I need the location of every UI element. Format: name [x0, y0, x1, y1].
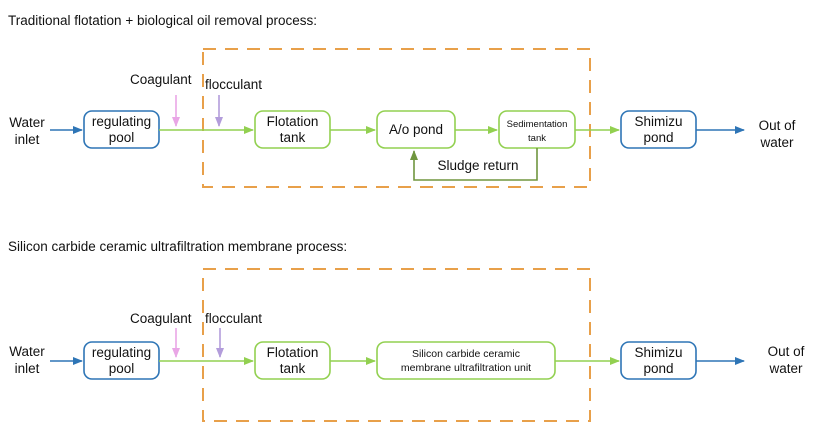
process-2-flotation-line2: tank: [280, 361, 306, 376]
process-2-coagulant-label: Coagulant: [130, 311, 192, 326]
process-1-flocculant-label: flocculant: [205, 77, 262, 92]
process-1-title: Traditional flotation + biological oil r…: [8, 13, 317, 28]
process-1-outlet-line2: water: [759, 135, 794, 150]
process-1-flotation-line2: tank: [280, 130, 306, 145]
process-2-regulating-line2: pool: [109, 361, 135, 376]
process-1-shimizu-line1: Shimizu: [634, 114, 682, 129]
process-1-sludge-return-arrow: [410, 148, 538, 181]
process-2-flotation-line1: Flotation: [267, 345, 319, 360]
process-2-inlet-line1: Water: [9, 344, 45, 359]
process-1-inlet-line2: inlet: [15, 132, 40, 147]
process-1-outlet-line1: Out of: [759, 118, 796, 133]
process-2-shimizu-line2: pond: [643, 361, 673, 376]
process-1-shimizu-line2: pond: [643, 130, 673, 145]
process-2-membrane-line1: Silicon carbide ceramic: [412, 348, 520, 360]
process-1-ao-label: A/o pond: [389, 122, 443, 137]
process-2-flocculant-label: flocculant: [205, 311, 262, 326]
process-1-flotation-line1: Flotation: [267, 114, 319, 129]
process-2-outlet-line2: water: [768, 361, 803, 376]
process-1-dashed-boundary: [202, 48, 591, 188]
process-1-inlet-line1: Water: [9, 115, 45, 130]
process-1: Traditional flotation + biological oil r…: [8, 13, 796, 188]
process-1-coagulant-label: Coagulant: [130, 72, 192, 87]
process-2-inlet-line2: inlet: [15, 361, 40, 376]
process-2-membrane-line2: membrane ultrafiltration unit: [401, 362, 531, 374]
process-1-regulating-line1: regulating: [92, 114, 151, 129]
process-1-sedimentation-line1: Sedimentation: [507, 119, 568, 130]
process-2-regulating-line1: regulating: [92, 345, 151, 360]
process-2-title: Silicon carbide ceramic ultrafiltration …: [8, 239, 347, 254]
process-2-shimizu-line1: Shimizu: [634, 345, 682, 360]
process-1-sludge-return-label: Sludge return: [437, 158, 518, 173]
process-2-outlet-line1: Out of: [768, 344, 805, 359]
process-2: Silicon carbide ceramic ultrafiltration …: [8, 239, 805, 422]
process-1-regulating-line2: pool: [109, 130, 135, 145]
process-1-sedimentation-line2: tank: [528, 133, 546, 144]
process-2-dashed-boundary: [202, 268, 591, 422]
